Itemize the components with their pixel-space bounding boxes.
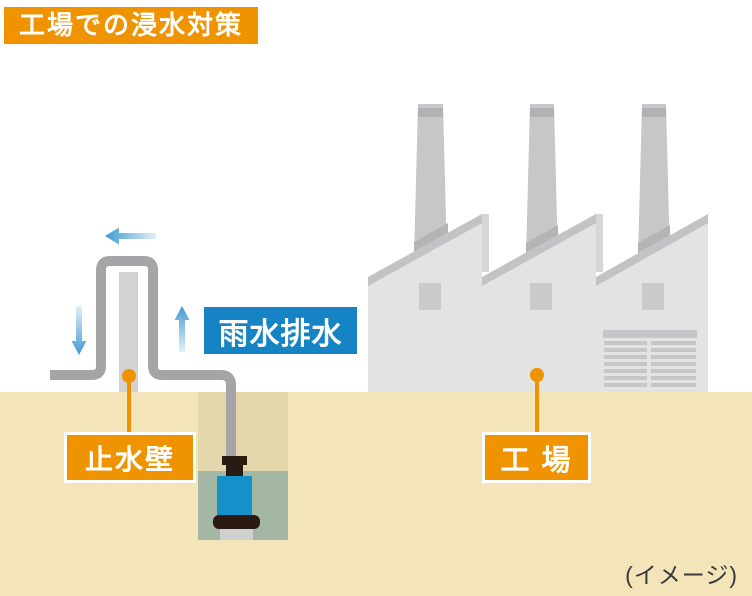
factory-window: [642, 283, 664, 310]
shutter-door: [603, 330, 697, 387]
submersible-pump: [213, 456, 260, 540]
chimney-roof-shadow: [414, 223, 448, 252]
roof-edge: [596, 214, 708, 286]
chimney: [638, 104, 670, 258]
factory-label: 工 場: [482, 432, 591, 483]
factory-callout-marker: [530, 368, 544, 436]
chimney-band: [530, 108, 554, 117]
water-stop-wall-label: 止水壁: [64, 432, 196, 483]
chimney-roof-shadow: [638, 225, 670, 253]
factory-window: [419, 283, 441, 310]
callout-dot-icon: [122, 369, 136, 383]
arrow-up-icon: [174, 306, 190, 352]
arrow-down-icon: [71, 306, 87, 355]
chimney-band: [418, 108, 443, 117]
page-title: 工場での浸水対策: [4, 7, 259, 44]
image-note: (イメージ): [625, 562, 738, 588]
roof-edge: [368, 214, 482, 286]
water-stop-wall: [119, 272, 138, 392]
rainwater-drain-label: 雨水排水: [204, 307, 357, 354]
pump-bottom: [213, 515, 260, 529]
wall-callout-marker: [122, 369, 136, 436]
ground: [0, 392, 752, 596]
callout-dot-icon: [530, 368, 544, 382]
pump-flange: [222, 456, 247, 465]
factory-window: [530, 283, 552, 310]
factory-illustration: [368, 104, 708, 392]
drain-pipe: [50, 256, 236, 457]
chimney-band: [642, 108, 666, 117]
chimney: [414, 104, 447, 258]
roof-valley-shadow: [596, 214, 603, 272]
roof-edge: [482, 214, 596, 286]
arrow-left-icon: [105, 227, 156, 245]
pump-neck: [226, 465, 243, 476]
chimney: [526, 104, 558, 258]
chimney-roof-shadow: [526, 225, 558, 253]
roof-valley-shadow: [482, 214, 489, 272]
pump-base: [220, 529, 253, 540]
pump-body: [217, 476, 252, 516]
